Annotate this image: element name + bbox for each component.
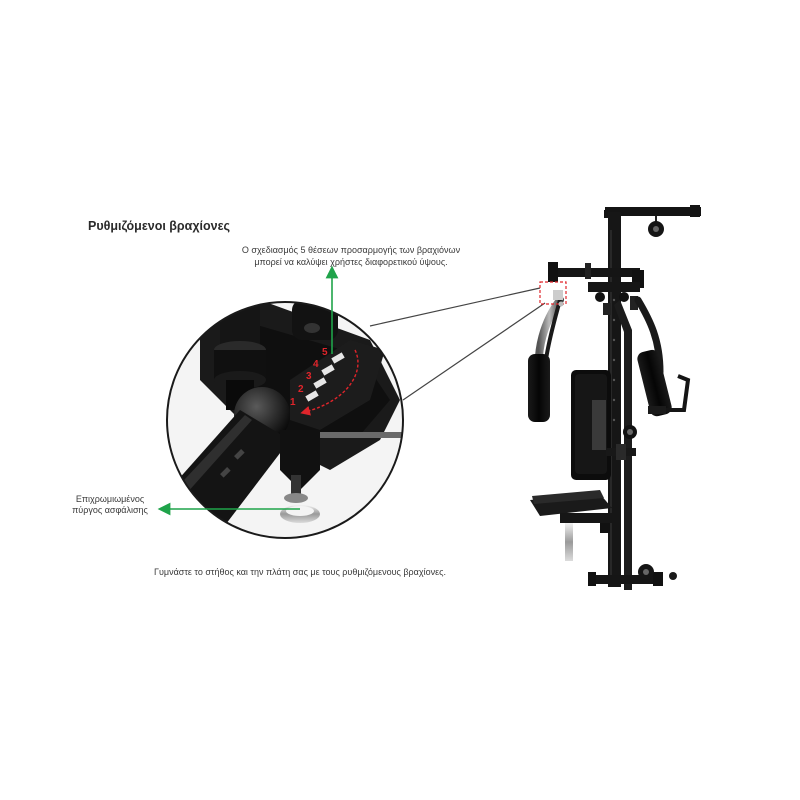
arm-positions-callout: Ο σχεδιασμός 5 θέσεων προσαρμογής των βρ… (236, 244, 466, 268)
upright-holes (612, 298, 616, 422)
zoom-circle-border (166, 301, 404, 539)
highlight-box (539, 281, 567, 305)
lock-knob-callout: Επιχρωμιωμένος πύργος ασφάλισης (60, 494, 160, 516)
chest-press-machine (528, 205, 701, 590)
base-frame (588, 564, 677, 586)
adjustment-arc-arrow (300, 349, 359, 416)
position-numbers: 1 2 3 4 5 (290, 347, 328, 408)
top-beam (605, 207, 701, 216)
arm-positions-callout-line2: μπορεί να καλύψει χρήστες διαφορετικού ύ… (254, 257, 448, 267)
rear-rail (614, 300, 632, 590)
backrest (571, 370, 611, 480)
pivot-collar (214, 341, 266, 410)
left-arm-pad (528, 354, 550, 422)
position-number-4: 4 (313, 359, 319, 370)
position-number-1: 1 (290, 397, 296, 408)
lock-knob-callout-line2: πύργος ασφάλισης (72, 505, 148, 515)
right-arm (634, 296, 691, 417)
callout-arrows (157, 265, 339, 516)
caption: Γυμνάστε το στήθος και την πλάτη σας με … (154, 567, 446, 577)
right-arm-pad (637, 349, 672, 417)
position-plate (290, 340, 385, 430)
top-pulley (648, 216, 664, 237)
left-arm (528, 296, 564, 422)
arm-crossbar (548, 262, 644, 315)
right-arm-handle (664, 374, 691, 412)
position-number-3: 3 (306, 371, 312, 382)
position-number-5: 5 (322, 347, 328, 358)
lock-knob-callout-line1: Επιχρωμιωμένος (75, 494, 145, 504)
arm-positions-callout-line1: Ο σχεδιασμός 5 θέσεων προσαρμογής των βρ… (241, 245, 461, 255)
page-title: Ρυθμιζόμενοι βραχίονες (88, 219, 231, 233)
zoom-connector-lines (369, 287, 546, 401)
backrest-knob (606, 425, 637, 460)
zoom-detail: 1 2 3 4 5 (166, 301, 404, 539)
seat (530, 490, 618, 561)
position-number-2: 2 (298, 384, 304, 395)
